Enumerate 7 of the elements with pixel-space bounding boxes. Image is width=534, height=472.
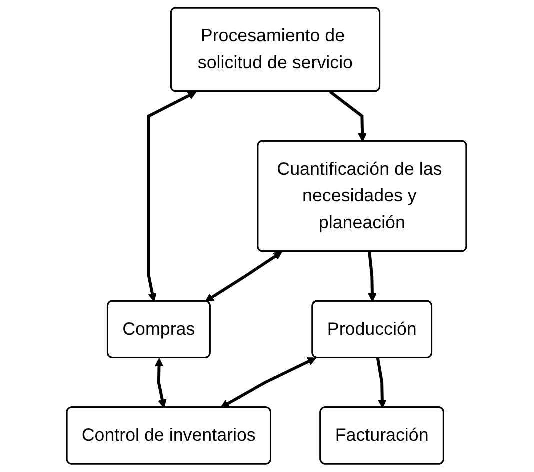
arrow: [155, 358, 168, 408]
arrow: [220, 358, 317, 408]
arrow: [376, 358, 388, 408]
arrow: [368, 252, 378, 302]
arrow: [330, 90, 368, 142]
arrow: [148, 92, 197, 302]
arrow: [205, 252, 283, 302]
